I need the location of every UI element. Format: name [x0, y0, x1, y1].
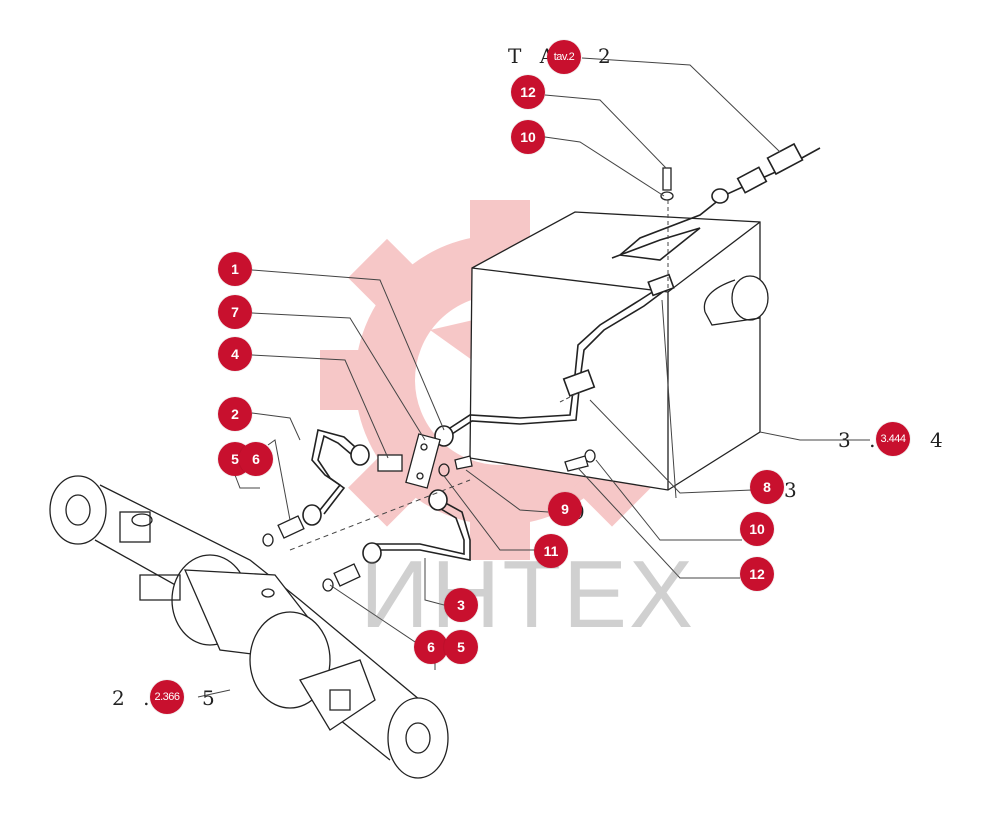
- leader-lines: [197, 57, 870, 698]
- ref-label-top-suffix: 2: [598, 44, 617, 68]
- callout-badge-3[interactable]: 3: [444, 588, 478, 622]
- callout-badge-10-top[interactable]: 10: [511, 120, 545, 154]
- callout-badge-8[interactable]: 8: [750, 470, 784, 504]
- callout-badge-12-right[interactable]: 12: [740, 557, 774, 591]
- callout-badge-2[interactable]: 2: [218, 397, 252, 431]
- axle-housing: [49, 475, 449, 779]
- callout-badge-11[interactable]: 11: [534, 534, 568, 568]
- ref-label-right-suffix: 4: [930, 428, 949, 452]
- callout-badge-5-bottom[interactable]: 5: [444, 630, 478, 664]
- hydraulic-pipes: [302, 142, 821, 564]
- callout-badge-9[interactable]: 9: [548, 492, 582, 526]
- ref-label-left: 2 .: [112, 686, 156, 710]
- tank-assembly: [469, 211, 769, 491]
- callout-badge-4[interactable]: 4: [218, 337, 252, 371]
- ref-label-right: 3 .: [838, 428, 882, 452]
- callout-badge-1[interactable]: 1: [218, 252, 252, 286]
- callout-badge-10-right[interactable]: 10: [740, 512, 774, 546]
- callout-badge-tav2[interactable]: tav.2: [547, 40, 581, 74]
- ref-label-top-prefix: T A: [508, 44, 561, 68]
- callout-badge-6-bottom[interactable]: 6: [414, 630, 448, 664]
- callout-badge-7[interactable]: 7: [218, 295, 252, 329]
- watermark-text: ИНТЕХ: [360, 541, 696, 648]
- ref-label-top: T A: [508, 44, 560, 68]
- callout-badge-12-top[interactable]: 12: [511, 75, 545, 109]
- callout-badge-3444[interactable]: 3.444: [876, 422, 910, 456]
- callout-badge-2366[interactable]: 2.366: [150, 680, 184, 714]
- ghost-digit-8: 3: [784, 478, 803, 502]
- bulkhead-bracket: [262, 167, 674, 592]
- callout-badge-6-left[interactable]: 6: [239, 442, 273, 476]
- ref-label-left-suffix: 5: [202, 686, 221, 710]
